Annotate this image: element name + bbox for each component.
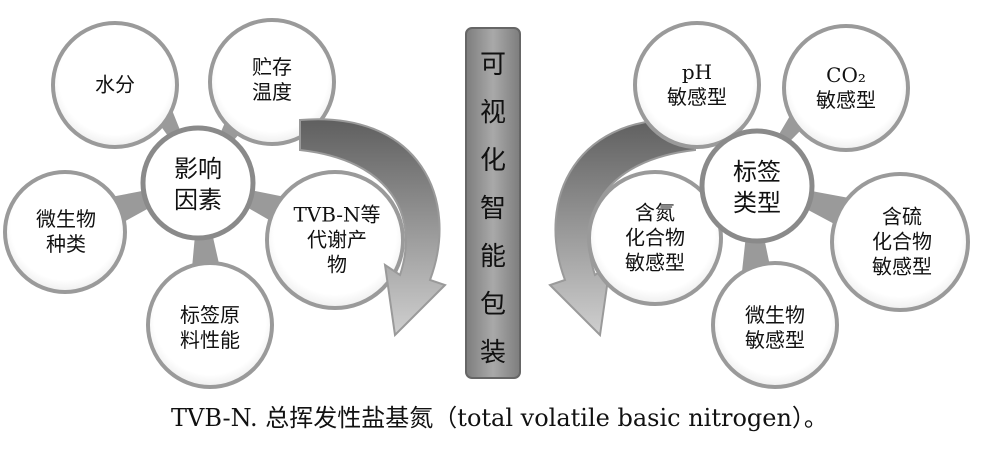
left-hub (140, 125, 256, 241)
right-hub-label: 标签 类型 (733, 157, 781, 219)
right-hub-line-2: 类型 (733, 189, 781, 217)
left-petal-3-line-2: 代谢产 (306, 227, 367, 252)
right-petal-5-line-2: 化合物 (625, 225, 685, 250)
left-petal-1-line-1: 水分 (95, 72, 135, 97)
left-petal-5-line-2: 种类 (46, 232, 86, 256)
right-petal-1-line-1: pH (681, 60, 713, 84)
right-petal-3-line-3: 敏感型 (872, 254, 932, 279)
left-petal-1-label: 水分 (95, 73, 135, 98)
left-hub-label: 影响 因素 (174, 154, 222, 216)
left-petal-3 (265, 170, 405, 310)
center-char: 能 (479, 241, 506, 272)
right-petal-1 (633, 21, 761, 149)
left-petal-5-line-1: 微生物 (36, 207, 96, 231)
center-char: 装 (479, 337, 506, 368)
left-petal-2-line-2: 温度 (252, 80, 292, 104)
right-petal-2-label: CO₂ 敏感型 (816, 63, 876, 113)
left-petal-3-line-3: 物 (326, 252, 347, 277)
right-petal-1-line-2: 敏感型 (667, 85, 727, 109)
left-petal-3-line-1: TVB-N等 (293, 202, 381, 227)
center-char: 包 (479, 289, 506, 320)
right-petal-4 (711, 261, 839, 389)
right-curved-arrow (548, 118, 696, 338)
left-petal-4-line-2: 料性能 (180, 328, 240, 352)
right-petal-5-line-1: 含氮 (635, 200, 675, 225)
right-hub-line-1: 标签 (733, 157, 781, 186)
right-petal-4-line-2: 敏感型 (745, 328, 805, 352)
right-petal-5 (587, 170, 723, 306)
center-char: 智 (479, 193, 506, 224)
left-curved-arrow (299, 118, 447, 338)
right-petal-4-line-1: 微生物 (745, 303, 805, 327)
left-petal-5 (3, 170, 127, 294)
left-petal-3-label: TVB-N等 代谢产 物 (293, 203, 380, 278)
right-flower (587, 21, 970, 389)
right-petal-2 (782, 24, 910, 152)
right-petal-3-line-2: 化合物 (872, 229, 932, 254)
right-petal-3-label: 含硫 化合物 敏感型 (872, 205, 932, 280)
left-petal-2-line-1: 贮存 (252, 55, 292, 79)
right-petal-4-label: 微生物 敏感型 (745, 303, 805, 353)
left-petal-4-label: 标签原 料性能 (180, 303, 240, 353)
right-petal-5-line-3: 敏感型 (625, 250, 685, 275)
left-hub-line-1: 影响 (174, 154, 222, 183)
center-char: 视 (479, 97, 506, 128)
right-petal-3 (830, 172, 970, 312)
right-hub (699, 128, 815, 244)
right-petal-3-line-1: 含硫 (882, 204, 922, 229)
left-petal-2 (208, 18, 336, 146)
center-bar-text: 可 视 化 智 能 包 装 (470, 38, 516, 374)
left-petal-2-label: 贮存 温度 (252, 55, 292, 105)
center-char: 化 (479, 145, 506, 176)
center-char: 可 (479, 49, 506, 80)
left-petal-4 (146, 261, 274, 389)
left-petal-1 (51, 21, 179, 149)
right-petal-5-label: 含氮 化合物 敏感型 (625, 201, 685, 276)
right-petal-1-label: pH 敏感型 (667, 60, 727, 110)
diagram-canvas (3, 18, 970, 389)
right-petal-2-line-1: CO₂ (826, 63, 866, 87)
figure-caption: TVB-N. 总挥发性盐基氮（total volatile basic nitr… (171, 404, 828, 432)
left-hub-line-2: 因素 (174, 186, 222, 214)
right-petal-2-line-2: 敏感型 (816, 88, 876, 112)
center-bar (465, 27, 521, 379)
left-petal-4-line-1: 标签原 (180, 303, 240, 327)
left-flower (3, 18, 405, 389)
left-petal-5-label: 微生物 种类 (36, 207, 96, 257)
